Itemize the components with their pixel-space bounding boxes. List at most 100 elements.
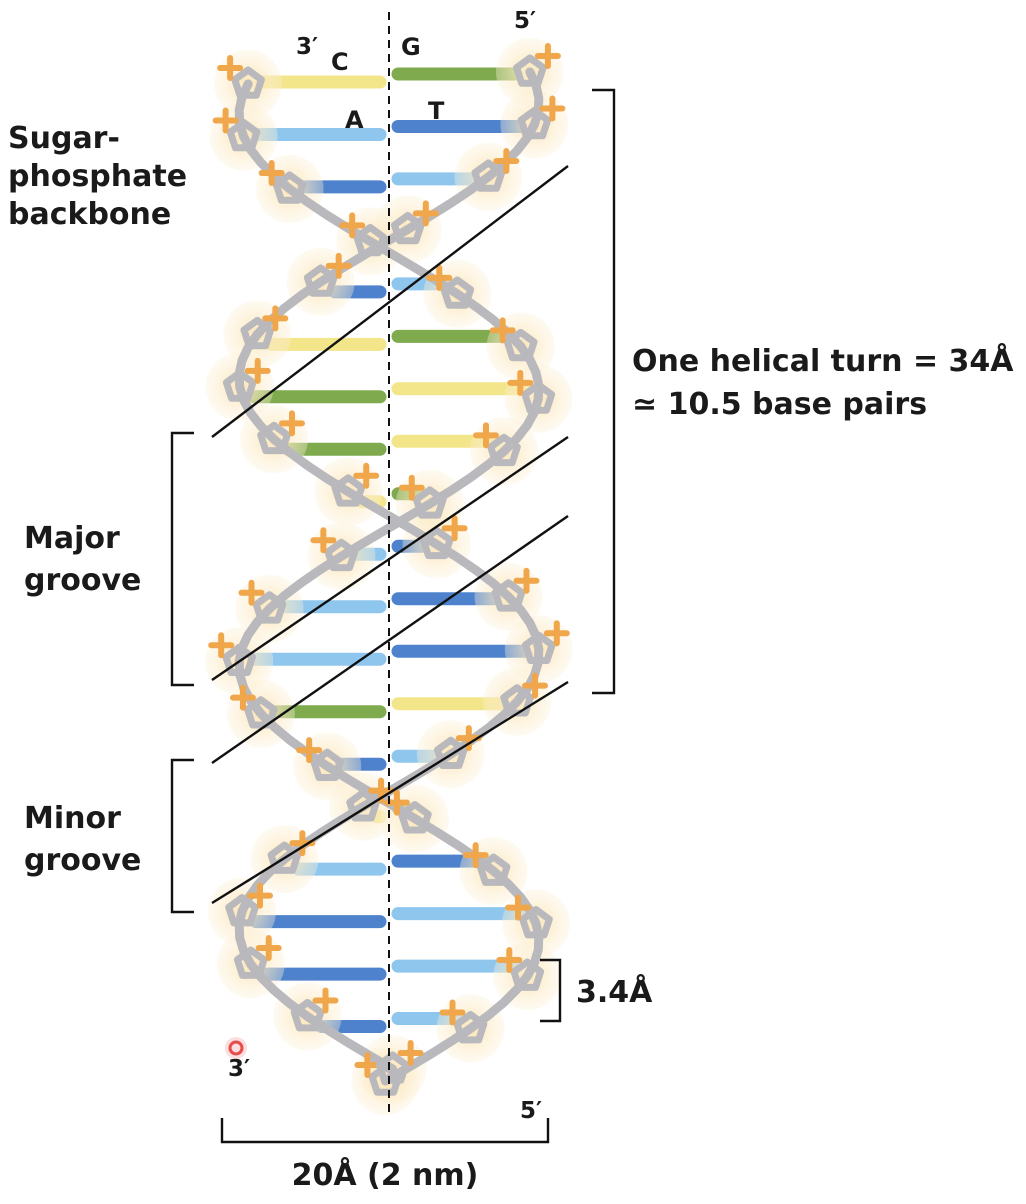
sugar-ring-left [521,381,556,414]
phosphate-group-left [426,264,453,291]
phosphate-group-left [383,789,410,816]
sugar-ring-right [290,999,325,1032]
sugar-ring-left [353,223,387,257]
sugar-ring-right [522,631,556,664]
phosphate-group-left [238,579,265,606]
sugar-ring-left [252,591,287,624]
phosphate-group-right [353,462,380,489]
sugar-ring-right [303,264,338,297]
sugar-ring-left [510,958,545,991]
sugar-ring-right [222,369,257,402]
sugar-ring-left [368,1063,403,1096]
sugar-ring-right [257,421,291,455]
helical-turn-bracket [592,88,616,695]
minor-groove-label: Minor groove [24,801,141,878]
major-groove-bracket [170,431,194,687]
phosphate-group-right [543,620,570,647]
sugar-ring-right [267,841,302,874]
phosphate-group-left [258,159,285,186]
sugar-ring-right [419,526,454,560]
sugar-ring-right [391,211,425,245]
phosphate-group-left [507,369,534,396]
phosphate-group-left [296,737,323,764]
strand-end-bottom-left: 3′ [228,1056,250,1082]
sugar-ring-left [476,853,511,886]
phosphate-group-left [472,422,499,449]
helical-turn-label-line-1: One helical turn = 34Å [632,342,1014,379]
phosphate-group-right [262,305,289,332]
sugar-ring-left [324,538,359,572]
sugar-ring-right [240,316,275,350]
groove-line-1 [211,165,569,438]
sugar-ring-right [471,159,506,192]
phosphate-group-right [255,935,282,962]
sugar-ring-right [331,474,366,507]
minor-groove-label-line-1: Minor [24,801,121,836]
phosphate-group-left [496,947,523,974]
sugar-ring-left [503,328,538,362]
phosphate-group-right [312,987,339,1014]
phosphate-group-right [244,357,271,384]
phosphate-group-left [310,527,337,554]
sugar-ring-left [412,486,447,519]
phosphate-group-left [212,107,239,134]
sugar-ring-left [453,1011,488,1044]
sugar-ring-left [398,801,432,834]
sugar-phosphate-backbones [205,38,573,1115]
phosphate-group-left [489,317,516,344]
rise-label: 3.4Å [576,973,653,1010]
sugar-ring-left [244,696,278,729]
sugar-ring-right [375,1051,410,1084]
groove-line-2 [211,436,569,681]
width-label: 20Å (2 nm) [292,1156,479,1193]
phosphate-group-right [279,410,306,437]
backbone-label: Sugar- phosphate backbone [8,121,198,232]
sugar-ring-left [487,433,521,467]
cursor-marker-glow [225,1037,247,1059]
phosphate-group-right [539,95,566,122]
phosphate-group-right [513,567,540,594]
width-bracket [220,1118,550,1144]
phosphate-group-right [522,672,549,699]
groove-lines [211,165,569,905]
sugar-ring-right [517,107,552,140]
phosphate-group-right [412,200,439,227]
sugar-ring-left [272,171,307,204]
minor-groove-bracket [170,758,194,914]
base-a-label: A [345,106,364,134]
backbone-label-line-1: Sugar- [8,121,120,156]
major-groove-label-line-1: Major [24,521,120,556]
major-groove-label: Major groove [24,521,141,598]
base-t-label: T [428,97,445,125]
phosphate-group-left [504,894,531,921]
sugar-ring-left [231,66,265,99]
phosphate-group-left [439,999,466,1026]
backbone-label-line-2: phosphate [8,159,187,194]
phosphate-group-right [441,515,468,542]
rise-bracket [540,958,562,1023]
phosphate-group-right [534,43,561,69]
strand-end-bottom-right: 5′ [520,1098,542,1124]
sugar-ring-right [491,579,526,612]
minor-groove-label-line-2: groove [24,843,141,878]
phosphate-group-left [208,632,235,659]
cursor-marker [228,1040,244,1056]
sugar-ring-right [233,946,268,979]
phosphate-group-left [217,55,244,81]
phosphate-group-left [398,474,425,501]
base-g-label: G [401,33,421,61]
strand-end-top-right: 5′ [514,8,536,34]
phosphate-group-left [354,1052,381,1078]
phosphate-group-left [339,212,366,239]
phosphate-group-right [247,882,274,909]
helical-turn-label-line-2: ≃ 10.5 base pairs [632,387,927,422]
sugar-ring-right [346,789,380,822]
sugar-ring-left [519,906,553,939]
base-c-label: C [331,48,349,76]
phosphate-group-right [397,1040,424,1066]
major-groove-label-line-2: groove [24,563,141,598]
backbone-label-line-3: backbone [8,197,171,232]
groove-line-4 [211,680,569,905]
sugar-ring-left [310,748,344,781]
